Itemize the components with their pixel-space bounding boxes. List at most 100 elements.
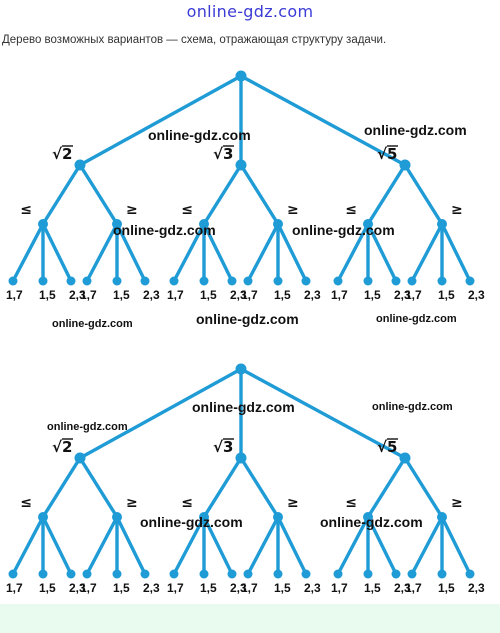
tree-leaf-node	[363, 569, 373, 579]
leaf-label: 1,5	[200, 581, 217, 595]
tree-leaf-node	[437, 569, 447, 579]
tree-edge	[202, 456, 243, 519]
tree-leaf-node	[243, 569, 253, 579]
tree-edge	[239, 456, 280, 519]
leaf-label: 1,7	[241, 581, 258, 595]
tree-root-node	[235, 70, 247, 82]
leaf-label: 1,5	[39, 581, 56, 595]
tree-leaf-node	[66, 569, 76, 579]
tree-leaf-node	[273, 276, 283, 286]
sqrt-sign-icon: √	[213, 438, 224, 456]
tree-leaf-node	[437, 276, 447, 286]
tree-value-node	[399, 452, 411, 464]
leaf-label: 1,7	[6, 288, 23, 302]
leaf-label: 2,3	[230, 581, 247, 595]
tree-edge	[115, 515, 147, 576]
tree-edge	[366, 515, 398, 576]
leaf-label: 1,5	[39, 288, 56, 302]
value-label-radicand: 5	[387, 438, 397, 456]
tree-comparison-node	[363, 219, 373, 229]
tree-leaf-node	[273, 569, 283, 579]
tree-edge	[85, 222, 119, 283]
leaf-label: 1,7	[6, 581, 23, 595]
tree-edge	[336, 515, 370, 576]
leaf-label: 2,3	[468, 288, 485, 302]
watermark-text: online-gdz.com	[364, 122, 467, 138]
tree-comparison-node	[273, 219, 283, 229]
tree-leaf-node	[227, 276, 237, 286]
tree-edge	[246, 515, 280, 576]
sqrt-sign-icon: √	[377, 145, 388, 163]
sqrt-sign-icon: √	[52, 438, 63, 456]
tree-comparison-node	[273, 512, 283, 522]
comparison-label: ≥	[451, 202, 463, 218]
value-label-radicand: 3	[223, 145, 233, 163]
leaf-label: 1,5	[200, 288, 217, 302]
value-label-radicand: 5	[387, 145, 397, 163]
tree-edge	[403, 163, 444, 226]
leaf-label: 1,7	[80, 288, 97, 302]
tree-leaf-node	[140, 569, 150, 579]
leaf-label: 1,7	[405, 581, 422, 595]
tree-leaf-node	[407, 569, 417, 579]
tree-edge	[239, 367, 407, 460]
tree-leaf-node	[38, 569, 48, 579]
tree-edge	[336, 222, 370, 283]
tree-edge	[172, 515, 206, 576]
tree-edge	[276, 222, 308, 283]
comparison-label: ≤	[20, 495, 32, 511]
tree-edge	[78, 163, 119, 226]
tree-leaf-node	[112, 569, 122, 579]
comparison-label: ≥	[126, 495, 138, 511]
tree-edge	[246, 222, 280, 283]
sqrt-sign-icon: √	[213, 145, 224, 163]
sqrt-sign-icon: √	[52, 145, 63, 163]
leaf-label: 2,3	[394, 581, 411, 595]
tree-edge	[41, 163, 82, 226]
comparison-label: ≤	[181, 495, 193, 511]
tree-leaf-node	[407, 276, 417, 286]
site-header-watermark: online-gdz.com	[186, 2, 314, 21]
tree-edge	[78, 74, 243, 167]
comparison-label: ≥	[287, 202, 299, 218]
tree-leaf-node	[199, 569, 209, 579]
tree-edge	[78, 367, 243, 460]
tree-leaf-node	[8, 569, 18, 579]
leaf-label: 2,3	[304, 581, 321, 595]
watermark-text: online-gdz.com	[148, 127, 251, 143]
watermark-text: online-gdz.com	[47, 421, 128, 433]
tree-leaf-node	[465, 276, 475, 286]
tree-leaf-node	[227, 569, 237, 579]
watermark-text: online-gdz.com	[292, 222, 395, 238]
leaf-label: 1,7	[331, 288, 348, 302]
leaf-label: 2,3	[143, 581, 160, 595]
tree-comparison-node	[437, 512, 447, 522]
leaf-label: 1,7	[241, 288, 258, 302]
leaf-label: 1,5	[364, 288, 381, 302]
comparison-label: ≤	[345, 202, 357, 218]
tree-edge	[202, 163, 243, 226]
value-label-radicand: 3	[223, 438, 233, 456]
tree-leaf-node	[112, 276, 122, 286]
tree-edge	[410, 515, 444, 576]
comparison-label: ≥	[451, 495, 463, 511]
leaf-label: 1,5	[274, 288, 291, 302]
leaf-label: 1,5	[364, 581, 381, 595]
leaf-label: 1,5	[438, 288, 455, 302]
tree-leaf-node	[465, 569, 475, 579]
leaf-label: 1,5	[274, 581, 291, 595]
leaf-label: 1,7	[167, 288, 184, 302]
bottom-band	[0, 604, 500, 633]
leaf-label: 2,3	[143, 288, 160, 302]
leaf-label: 1,5	[438, 581, 455, 595]
tree-leaf-node	[82, 569, 92, 579]
leaf-label: 2,3	[304, 288, 321, 302]
leaf-label: 2,3	[69, 288, 86, 302]
tree-leaf-node	[169, 276, 179, 286]
tree-leaf-node	[82, 276, 92, 286]
watermark-text: online-gdz.com	[196, 311, 299, 327]
watermark-text: online-gdz.com	[320, 514, 423, 530]
tree-value-node	[235, 159, 247, 171]
